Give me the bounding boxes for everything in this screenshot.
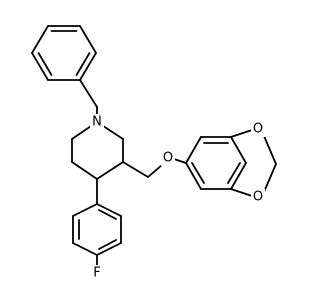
ether-oxygen-label: O <box>163 151 173 166</box>
piperidine-ring <box>71 121 124 180</box>
benzodioxole-benzene-ring <box>185 136 247 190</box>
ch2-linker-bond <box>122 161 149 178</box>
fluorophenyl-ring <box>72 203 122 256</box>
dioxole-oxygen-top-atom: O <box>251 121 265 137</box>
oxygen-aryl-bond <box>173 158 187 164</box>
ether-oxygen-atom: O <box>161 150 175 166</box>
dioxole-oxygen-bottom-atom: O <box>251 189 265 205</box>
dioxole-oxygen-top-label: O <box>253 122 263 137</box>
nitrogen-atom: N <box>90 114 104 130</box>
fluorine-label: F <box>93 266 100 281</box>
benzyl-ch2-bond <box>79 79 98 108</box>
dioxole-ring <box>230 129 277 197</box>
dioxole-oxygen-bottom-label: O <box>253 190 263 205</box>
benzyl-phenyl-ring <box>31 25 97 81</box>
ch2-oxygen-bond <box>147 164 163 178</box>
nitrogen-label: N <box>92 115 102 130</box>
chemical-structure-diagram: N O O O F <box>31 25 277 281</box>
fluorine-atom: F <box>91 265 103 281</box>
